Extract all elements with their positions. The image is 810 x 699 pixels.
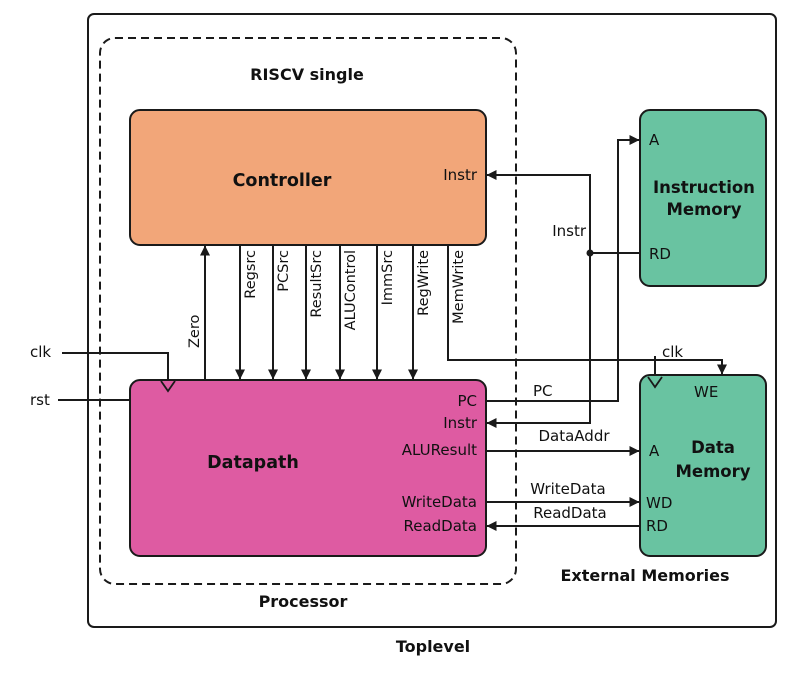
datapath-port-instr: Instr bbox=[443, 414, 478, 432]
datapath-port-writedata: WriteData bbox=[402, 493, 477, 511]
wire-memwrite bbox=[447, 245, 727, 375]
wire-label-writedata: WriteData bbox=[530, 480, 605, 498]
toplevel-box bbox=[87, 13, 777, 628]
signal-label-immsrc: ImmSrc bbox=[380, 250, 396, 305]
clock-triangle-icon bbox=[160, 380, 176, 393]
controller-block bbox=[129, 109, 487, 246]
imem-title-line1: Instruction bbox=[653, 178, 755, 197]
signal-label-memwrite: MemWrite bbox=[451, 250, 467, 324]
imem-title-line2: Memory bbox=[666, 200, 741, 219]
toplevel-label: Toplevel bbox=[396, 637, 470, 656]
processor-box bbox=[99, 37, 517, 585]
dmem-clk-label: clk bbox=[662, 343, 683, 361]
signal-label-zero: Zero bbox=[187, 315, 203, 348]
signal-label-regwrite: RegWrite bbox=[416, 250, 432, 316]
controller-port-instr: Instr bbox=[443, 166, 478, 184]
signal-label-regsrc: Regsrc bbox=[243, 250, 259, 299]
signal-label-alucontrol: ALUControl bbox=[343, 250, 359, 330]
dmem-port-rd: RD bbox=[646, 517, 668, 535]
rst-input-label: rst bbox=[30, 391, 50, 409]
dmem-port-a: A bbox=[649, 442, 660, 460]
signal-label-pcsrc: PCSrc bbox=[276, 250, 292, 292]
imem-port-rd: RD bbox=[649, 245, 671, 263]
wire-label-pc: PC bbox=[533, 382, 553, 400]
datapath-port-pc: PC bbox=[457, 392, 477, 410]
wire-label-readdata: ReadData bbox=[533, 504, 607, 522]
imem-port-a: A bbox=[649, 131, 660, 149]
wire-label-instr: Instr bbox=[552, 222, 587, 240]
datapath-title: Datapath bbox=[207, 453, 299, 473]
dmem-title-line1: Data bbox=[691, 438, 735, 457]
datapath-port-readdata: ReadData bbox=[403, 517, 477, 535]
wire-instr-to-controller bbox=[486, 170, 591, 253]
instruction-memory-block bbox=[639, 109, 767, 287]
datapath-port-aluresult: ALUResult bbox=[402, 441, 477, 459]
processor-label: Processor bbox=[259, 592, 348, 611]
dmem-title-line2: Memory bbox=[675, 462, 750, 481]
wire-instr-to-datapath bbox=[486, 253, 591, 428]
controller-title: Controller bbox=[233, 171, 332, 191]
wire-pc bbox=[486, 135, 640, 402]
wire-label-dataaddr: DataAddr bbox=[538, 427, 610, 445]
dmem-port-wd: WD bbox=[646, 494, 672, 512]
signal-label-resultsrc: ResultSrc bbox=[309, 250, 325, 318]
external-memories-label: External Memories bbox=[560, 566, 729, 585]
data-memory-block bbox=[639, 374, 767, 557]
clk-input-label: clk bbox=[30, 343, 51, 361]
dmem-port-we: WE bbox=[694, 383, 718, 401]
clock-triangle-icon bbox=[647, 376, 663, 389]
wire-clk bbox=[62, 352, 169, 379]
datapath-block bbox=[129, 379, 487, 557]
processor-title: RISCV single bbox=[250, 65, 364, 84]
